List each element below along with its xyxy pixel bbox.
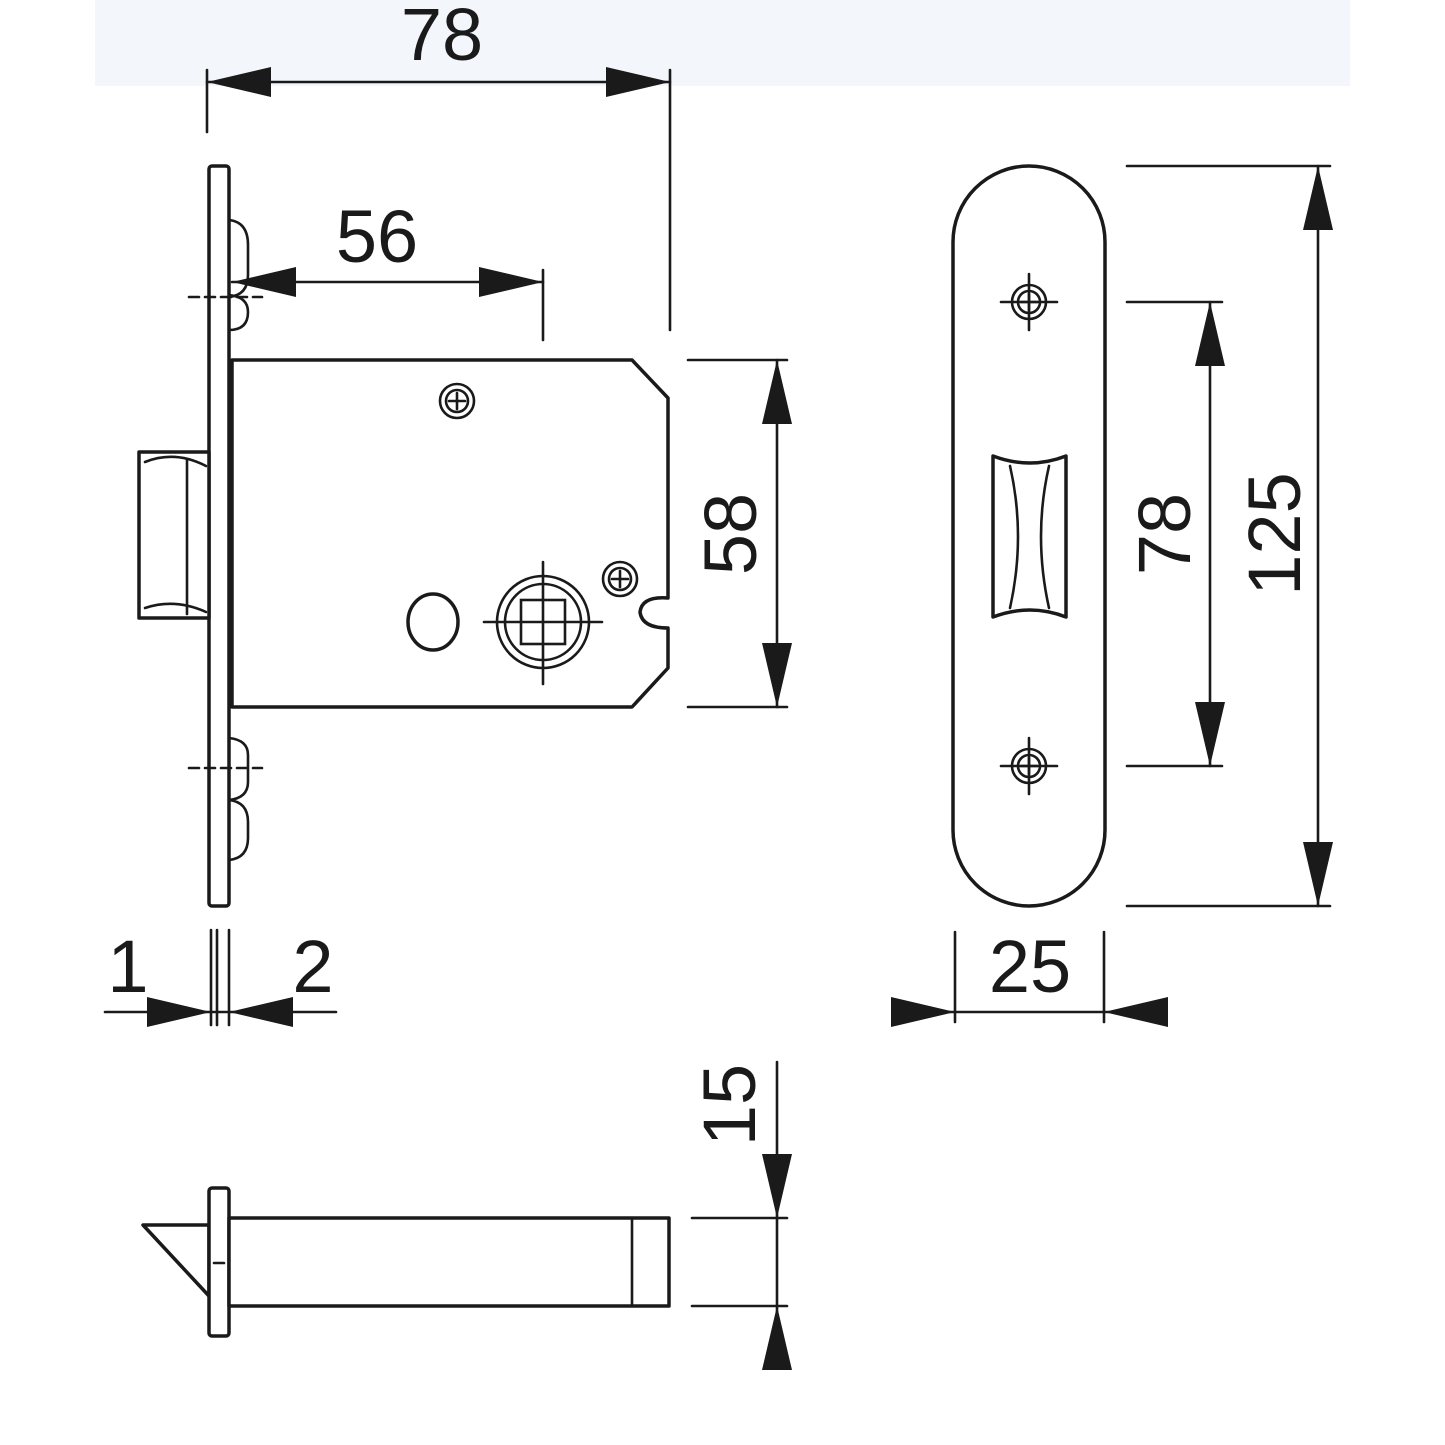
faceplate-screw-lower (187, 736, 264, 862)
dim-case-height-label: 58 (689, 493, 772, 575)
dim-strike-length: 125 (1125, 164, 1333, 908)
dim-strike-screw-spacing: 78 (1123, 300, 1225, 768)
lock-case (230, 358, 670, 709)
latch-side-view (141, 1186, 671, 1338)
dim-case-height: 58 (686, 358, 792, 709)
latch-tip (141, 1223, 211, 1298)
dim-faceplate-offset-label: 2 (292, 925, 333, 1008)
dim-strike-width: 25 (891, 925, 1168, 1027)
dim-overall-depth: 78 (205, 0, 672, 332)
dim-strike-length-label: 125 (1233, 472, 1316, 595)
dim-strike-screw-spacing-label: 78 (1123, 493, 1206, 575)
strike-plate-outline (951, 164, 1107, 908)
strike-plate (951, 164, 1107, 908)
dim-backset-label: 56 (336, 195, 418, 278)
latch-body (227, 1216, 671, 1308)
top-band (95, 0, 1350, 86)
faceplate-screw-upper (187, 218, 264, 332)
dim-faceplate-thickness-label: 1 (107, 925, 148, 1008)
dim-overall-depth-label: 78 (401, 0, 483, 76)
dim-strike-width-label: 25 (989, 925, 1071, 1008)
spindle-hub (482, 560, 604, 686)
lock-faceplate (207, 164, 231, 908)
case-screw-right (601, 560, 639, 598)
dim-faceplate: 1 2 (103, 925, 338, 1027)
case-screw-top (438, 382, 476, 420)
lock-body (137, 164, 670, 908)
strike-latch-opening (991, 454, 1068, 619)
dim-latch-thickness: 15 (688, 1060, 792, 1370)
dim-backset: 56 (230, 195, 545, 342)
keyhole (406, 592, 460, 652)
dim-latch-thickness-label: 15 (688, 1064, 771, 1146)
latch-bolt (137, 450, 211, 620)
